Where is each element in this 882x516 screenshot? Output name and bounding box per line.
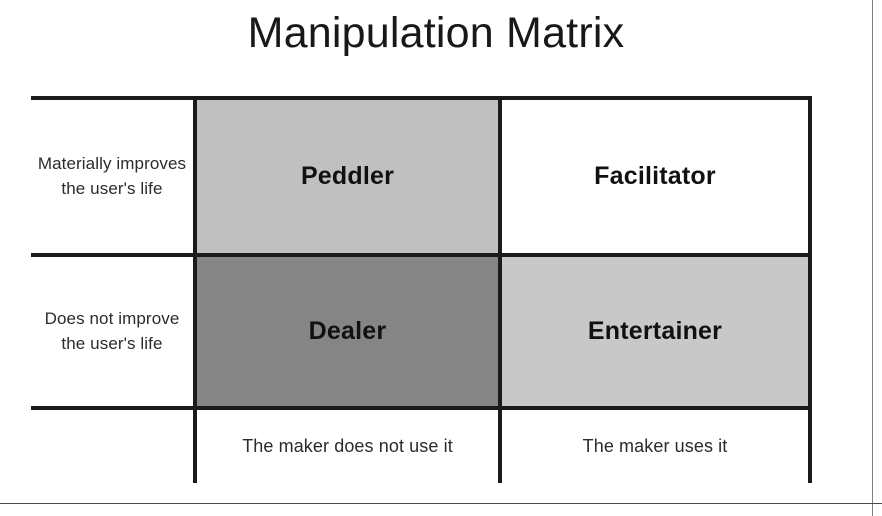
column-caption-maker-uses-it: The maker uses it	[582, 435, 728, 456]
column-caption-maker-does-not-use-it: The maker does not use it	[242, 435, 453, 456]
grid-rule-vertical-right	[808, 98, 812, 483]
grid-rule-vertical-left	[193, 98, 197, 483]
quadrant-peddler[interactable]: Peddler	[197, 100, 498, 253]
figure-title: Manipulation Matrix	[247, 9, 625, 57]
frame-rule-bottom	[0, 503, 882, 504]
frame-rule-right	[872, 0, 873, 516]
matrix-grid: Materially improves the user's life Does…	[31, 96, 812, 483]
grid-rule-horizontal-bottom	[31, 406, 812, 410]
row-label-does-not-improve-life: Does not improve the user's life	[44, 308, 180, 353]
quadrant-facilitator[interactable]: Facilitator	[502, 100, 808, 253]
quadrant-dealer[interactable]: Dealer	[197, 257, 498, 406]
grid-rule-horizontal-middle	[31, 253, 812, 257]
row-label-improves-life: Materially improves the user's life	[37, 153, 187, 198]
quadrant-entertainer[interactable]: Entertainer	[502, 257, 808, 406]
grid-rule-horizontal-top	[31, 96, 812, 100]
grid-rule-vertical-middle	[498, 98, 502, 483]
